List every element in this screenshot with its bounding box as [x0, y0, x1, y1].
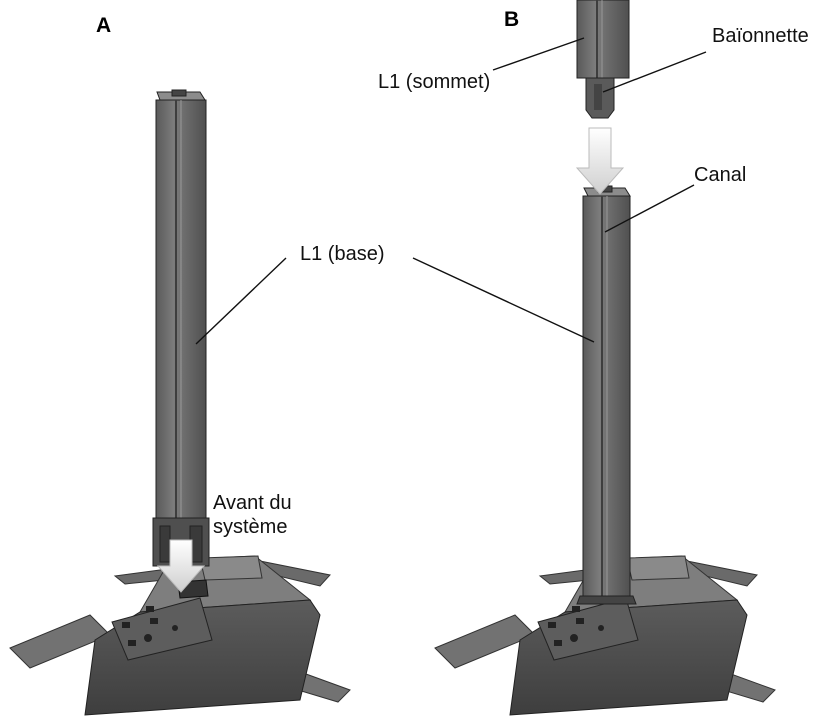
label-l1-top: L1 (sommet): [378, 71, 491, 93]
label-channel: Canal: [694, 164, 747, 186]
leader-line-bayonet: [602, 51, 707, 93]
leader-lines: [195, 37, 707, 345]
label-l1-base: L1 (base): [300, 243, 385, 265]
column-l1-base-a: [152, 89, 210, 567]
insert-arrow-b: [575, 127, 625, 195]
leader-line-l1-base-a: [195, 257, 287, 345]
leader-line-l1-base-b: [412, 257, 595, 343]
label-bayonet: Baïonnette: [712, 25, 809, 47]
panel-label-b: B: [504, 8, 520, 31]
stand-base-b: [434, 555, 776, 716]
leader-line-channel: [604, 184, 695, 233]
label-front-line2: système: [213, 516, 288, 538]
column-l1-top-b: [576, 0, 630, 119]
insert-arrow-a: [156, 539, 206, 593]
leader-line-l1-top: [492, 37, 585, 71]
panel-label-a: A: [96, 14, 112, 37]
label-front-line1: Avant du: [213, 492, 292, 514]
column-l1-base-b: [576, 185, 637, 605]
